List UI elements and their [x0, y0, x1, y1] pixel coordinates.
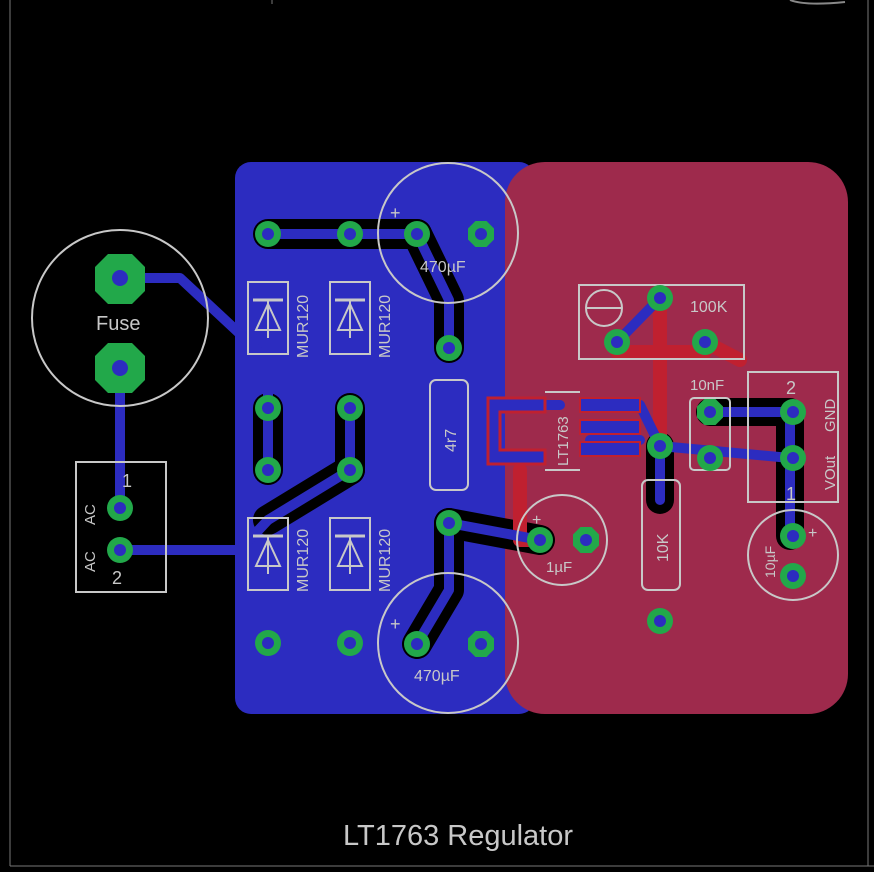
- cap-top-value: 470µF: [420, 259, 466, 276]
- connector-out-label1: VOut: [822, 455, 839, 490]
- cap-top-outline: [377, 162, 519, 304]
- cap-10u-plus: +: [808, 525, 817, 542]
- trimmer-knob: [585, 289, 623, 327]
- connector-in-pin1: 1: [122, 471, 132, 491]
- regulator-label: LT1763: [555, 416, 572, 466]
- cap-10n-value: 10nF: [690, 377, 724, 394]
- cap-10u-pad-minus: [780, 563, 806, 589]
- resistor-4r7-pad-1: [436, 335, 462, 361]
- diode3-pad-a: [255, 457, 281, 483]
- diode4-label: MUR120: [377, 529, 394, 592]
- connector-out-pin2: 2: [786, 378, 796, 398]
- pads: [107, 221, 806, 657]
- trimmer-pad-2: [692, 329, 718, 355]
- cap-10u-outline: [747, 509, 839, 601]
- board-title: LT1763 Regulator: [343, 820, 573, 852]
- connector-in-label2: AC: [82, 551, 99, 572]
- diode4-pad-k: [337, 630, 363, 656]
- resistor-10k-label: 10K: [655, 533, 672, 562]
- diode1-label: MUR120: [295, 295, 312, 358]
- cap-bottom-plus: +: [390, 614, 401, 634]
- fuse-pads: [95, 254, 145, 393]
- cap-10u-value: 10µF: [762, 546, 778, 578]
- resistor-4r7-label: 4r7: [443, 429, 460, 452]
- cap-10n-pad-1: [697, 399, 723, 425]
- regulator-footprint: [486, 391, 641, 471]
- trimmer-pad-1: [604, 329, 630, 355]
- trimmer-pad-wiper: [647, 285, 673, 311]
- fuse-label: Fuse: [96, 313, 140, 335]
- trimmer-outline: [578, 284, 745, 360]
- diode3-pad-k: [255, 630, 281, 656]
- cap-10u-pad-plus: [780, 523, 806, 549]
- connector-in-pad-1: [107, 495, 133, 521]
- connector-in-label1: AC: [82, 504, 99, 525]
- diode4-pad-a: [337, 457, 363, 483]
- resistor-4r7-outline: [429, 379, 469, 491]
- diode-symbols: [253, 298, 365, 574]
- cap-bottom-outline: [377, 572, 519, 714]
- diode2-label: MUR120: [377, 295, 394, 358]
- bottom-layer-traces: [115, 229, 795, 649]
- cap-top-plus: +: [390, 203, 401, 223]
- cap-1u-plus: +: [532, 512, 541, 529]
- cap-10n-pad-2: [697, 445, 723, 471]
- resistor-4r7-pad-2: [436, 510, 462, 536]
- connector-out-pad-1: [780, 445, 806, 471]
- connector-out-pin1: 1: [786, 484, 796, 504]
- diode2-pad-a: [337, 221, 363, 247]
- cap-bottom-value: 470µF: [414, 668, 460, 685]
- diode1-pad-a: [255, 221, 281, 247]
- diode3-label: MUR120: [295, 529, 312, 592]
- diode1-pad-k: [255, 395, 281, 421]
- silkscreen-outlines: [31, 162, 839, 714]
- top-copper-pour: [505, 162, 848, 714]
- connector-out-label2: GND: [822, 399, 839, 433]
- resistor-10k-pad-1: [647, 433, 673, 459]
- cap-top-pad-minus: [468, 221, 494, 247]
- cap-1u-pad-plus: [527, 527, 553, 553]
- cap-1u-outline: [516, 494, 608, 586]
- trimmer-value: 100K: [690, 299, 728, 316]
- connector-out-outline: [747, 371, 839, 503]
- diode2-pad-k: [337, 395, 363, 421]
- connector-in-outline: [75, 461, 167, 593]
- connector-in-pin2: 2: [112, 568, 122, 588]
- cap-1u-value: 1µF: [546, 559, 572, 576]
- cap-1u-pad-minus: [573, 527, 599, 553]
- resistor-10k-pad-2: [647, 608, 673, 634]
- cap-bottom-pad-plus: [404, 631, 430, 657]
- connector-out-pad-2: [780, 399, 806, 425]
- fuse-outline: [31, 229, 209, 407]
- connector-in-pad-2: [107, 537, 133, 563]
- cap-top-pad-plus: [404, 221, 430, 247]
- resistor-10k-outline: [641, 479, 681, 591]
- cap-bottom-pad-minus: [468, 631, 494, 657]
- outline-arc: [789, 0, 846, 5]
